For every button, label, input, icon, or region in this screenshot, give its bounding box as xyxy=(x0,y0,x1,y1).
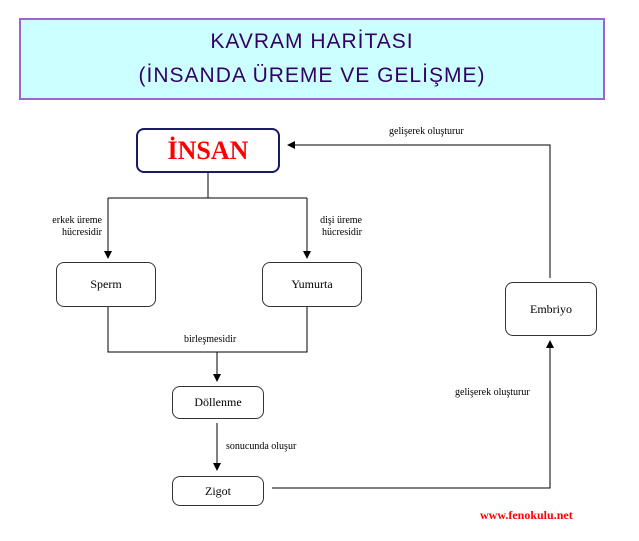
edge-zigot-embriyo xyxy=(272,340,554,489)
edge-label-sperm-line1: erkek üreme xyxy=(52,215,102,226)
edge-label-sperm: erkek üreme hücresidir xyxy=(38,215,102,239)
site-watermark: www.fenokulu.net xyxy=(480,508,573,522)
node-zigot: Zigot xyxy=(172,476,264,506)
page-subtitle: (İNSANDA ÜREME VE GELİŞME) xyxy=(138,64,486,87)
edge-label-sonuc: sonucunda oluşur xyxy=(226,441,297,452)
edge-label-embriyo-insan: gelişerek oluşturur xyxy=(389,126,464,137)
edge-label-birlesme: birleşmesidir xyxy=(184,334,237,345)
edge-label-yumurta: dişi üreme hücresidir xyxy=(300,215,362,239)
edge-embriyo-insan xyxy=(287,141,551,278)
edge-label-sperm-line2: hücresidir xyxy=(62,227,102,238)
edge-label-yumurta-line1: dişi üreme xyxy=(320,215,362,226)
node-insan: İNSAN xyxy=(136,128,280,173)
edge-insan-split xyxy=(108,173,307,199)
page-title: KAVRAM HARİTASI xyxy=(210,30,414,53)
node-dollenme: Döllenme xyxy=(172,386,264,419)
title-banner: KAVRAM HARİTASI (İNSANDA ÜREME VE GELİŞM… xyxy=(19,18,605,100)
node-yumurta: Yumurta xyxy=(262,262,362,307)
edge-label-zigot-embriyo: gelişerek oluşturur xyxy=(455,387,530,398)
node-embriyo: Embriyo xyxy=(505,282,597,336)
edge-merge xyxy=(107,307,308,381)
node-sperm: Sperm xyxy=(56,262,156,307)
edge-label-yumurta-line2: hücresidir xyxy=(322,227,362,238)
